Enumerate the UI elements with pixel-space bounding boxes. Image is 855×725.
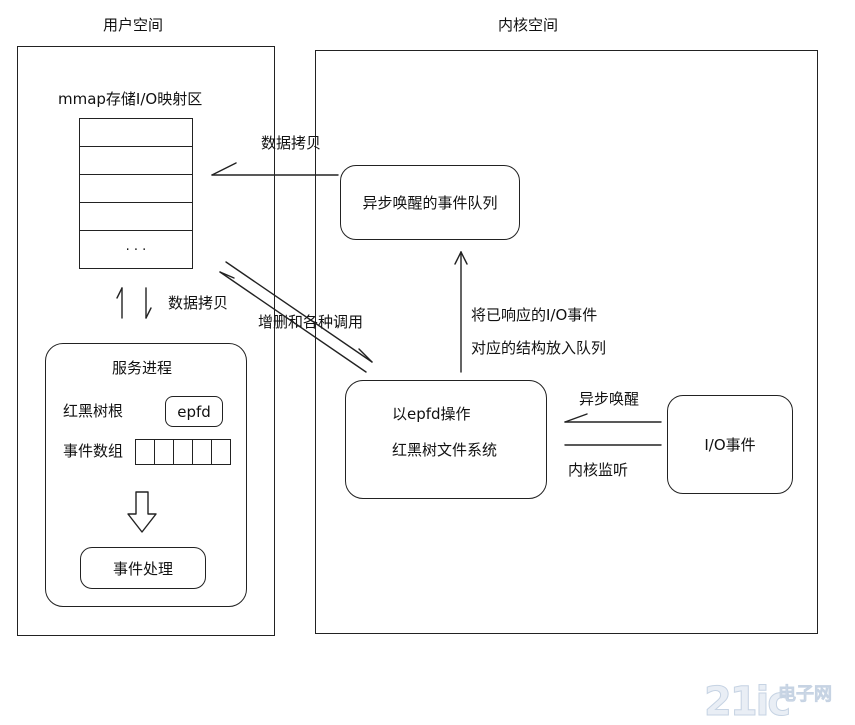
event-array-label: 事件数组 <box>63 442 124 460</box>
event-handle-box: 事件处理 <box>80 547 206 589</box>
crud-arrow-to-kernel <box>225 261 373 363</box>
epfd-box: epfd <box>165 396 223 427</box>
top-copy-arrow <box>211 162 339 176</box>
user-copy-label: 数据拷贝 <box>168 294 229 312</box>
mmap-table: · · · <box>79 118 193 269</box>
mmap-row-ellipsis: · · · <box>79 230 193 269</box>
user-copy-down-arrow <box>145 287 152 319</box>
service-process-box <box>45 343 247 607</box>
watermark-logo: 21ic <box>703 679 791 725</box>
watermark-site: 电子网 <box>778 684 833 705</box>
mmap-title: mmap存储I/O映射区 <box>58 90 203 108</box>
user-space-title: 用户空间 <box>103 16 164 34</box>
mmap-ellipsis: · · · <box>125 243 147 258</box>
io-event-label: I/O事件 <box>704 436 756 454</box>
queue-up-arrow <box>454 251 468 373</box>
queue-note-line2: 对应的结构放入队列 <box>471 339 607 357</box>
mmap-row <box>79 118 193 147</box>
kernel-space-title: 内核空间 <box>498 16 559 34</box>
mmap-row <box>79 146 193 175</box>
crud-calls-label: 增删和各种调用 <box>258 313 364 331</box>
event-handle-label: 事件处理 <box>112 559 173 578</box>
kernel-monitor-label: 内核监听 <box>568 461 629 479</box>
async-wake-arrow <box>564 413 662 423</box>
watermark: 21ic 电子网 <box>703 679 832 725</box>
async-event-queue-box: 异步唤醒的事件队列 <box>340 165 520 240</box>
rbtree-root-label: 红黑树根 <box>63 402 124 420</box>
user-copy-up-arrow <box>116 287 123 319</box>
epfd-operation-line1: 以epfd操作 <box>392 405 471 423</box>
queue-note-line1: 将已响应的I/O事件 <box>471 306 598 324</box>
async-wake-label: 异步唤醒 <box>579 390 640 408</box>
top-copy-label: 数据拷贝 <box>261 134 322 152</box>
hollow-down-arrow-icon <box>127 491 157 533</box>
kernel-space-panel <box>315 50 818 634</box>
epfd-operation-line2: 红黑树文件系统 <box>392 441 498 459</box>
service-process-title: 服务进程 <box>112 359 173 377</box>
async-event-queue-label: 异步唤醒的事件队列 <box>362 194 498 212</box>
epfd-operation-box <box>345 380 547 499</box>
user-space-panel <box>17 46 275 636</box>
event-array-cell <box>211 439 231 465</box>
epfd-label: epfd <box>177 402 211 421</box>
crud-arrow-to-user <box>219 271 367 373</box>
event-array <box>135 439 231 465</box>
io-event-box: I/O事件 <box>667 395 793 494</box>
